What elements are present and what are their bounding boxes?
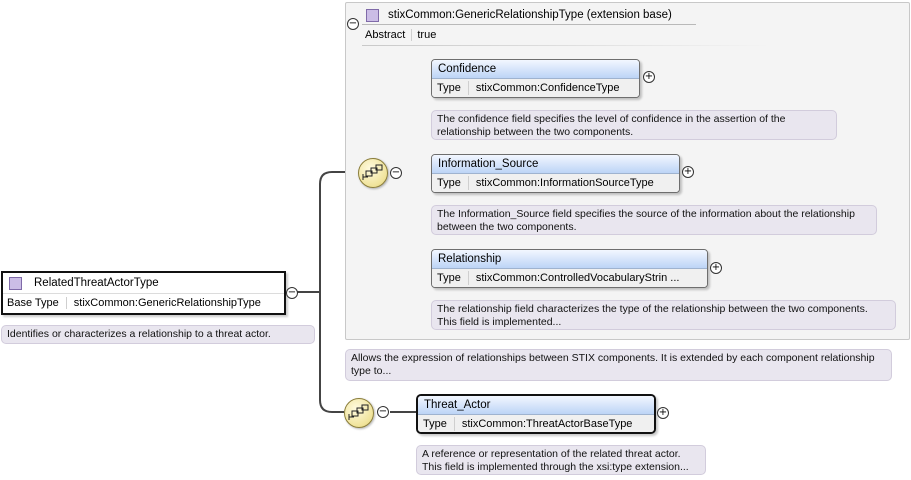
type-value: stixCommon:ThreatActorBaseType xyxy=(461,418,633,430)
sequence-glyph-icon xyxy=(348,404,369,420)
expand-icon[interactable]: + xyxy=(643,71,655,83)
complex-type-icon xyxy=(9,276,22,290)
extension-base-title: stixCommon:GenericRelationshipType (exte… xyxy=(388,9,672,21)
element-documentation: The Information_Source field specifies t… xyxy=(431,205,877,235)
abstract-label: Abstract xyxy=(362,29,413,41)
element-confidence[interactable]: Confidence Type stixCommon:ConfidenceTyp… xyxy=(431,59,640,98)
element-documentation: The confidence field specifies the level… xyxy=(431,110,837,140)
element-name: Information_Source xyxy=(432,155,679,174)
extension-base-abstract-row: Abstract true xyxy=(362,27,436,43)
complex-type-icon xyxy=(366,8,379,22)
expand-icon[interactable]: + xyxy=(710,262,722,274)
sequence-compositor-icon[interactable] xyxy=(358,158,388,188)
expand-icon[interactable]: + xyxy=(657,407,669,419)
expand-icon[interactable]: + xyxy=(682,166,694,178)
sequence-glyph-icon xyxy=(362,164,383,180)
element-threat-actor[interactable]: Threat_Actor Type stixCommon:ThreatActor… xyxy=(416,394,656,434)
element-type-row: Type stixCommon:ControlledVocabularyStri… xyxy=(432,269,707,287)
collapse-icon[interactable]: − xyxy=(286,287,298,299)
abstract-value: true xyxy=(417,29,437,41)
base-type-label: Base Type xyxy=(3,297,67,309)
element-documentation: The relationship field characterizes the… xyxy=(431,300,896,330)
element-type-row: Type stixCommon:InformationSourceType xyxy=(432,174,679,192)
collapse-icon[interactable]: − xyxy=(377,406,389,418)
type-value: stixCommon:InformationSourceType xyxy=(475,177,654,189)
root-complex-type[interactable]: RelatedThreatActorType Base Type stixCom… xyxy=(1,271,286,315)
divider xyxy=(362,24,696,25)
root-documentation: Identifies or characterizes a relationsh… xyxy=(1,325,315,344)
element-relationship[interactable]: Relationship Type stixCommon:ControlledV… xyxy=(431,249,708,288)
root-base-type-row: Base Type stixCommon:GenericRelationship… xyxy=(3,293,284,312)
root-type-title: RelatedThreatActorType xyxy=(3,273,284,293)
element-type-row: Type stixCommon:ThreatActorBaseType xyxy=(418,415,654,432)
extension-base-header: stixCommon:GenericRelationshipType (exte… xyxy=(366,6,672,24)
type-label: Type xyxy=(432,271,469,285)
collapse-icon[interactable]: − xyxy=(347,18,359,30)
root-type-name: RelatedThreatActorType xyxy=(34,277,159,289)
collapse-icon[interactable]: − xyxy=(390,167,402,179)
base-type-value: stixCommon:GenericRelationshipType xyxy=(73,297,261,309)
element-name: Relationship xyxy=(432,250,707,269)
type-label: Type xyxy=(432,81,469,95)
element-type-row: Type stixCommon:ConfidenceType xyxy=(432,79,639,97)
sequence-compositor-icon[interactable] xyxy=(344,398,374,428)
type-label: Type xyxy=(432,176,469,190)
type-label: Type xyxy=(418,417,455,431)
extension-base-documentation: Allows the expression of relationships b… xyxy=(345,349,892,381)
type-value: stixCommon:ConfidenceType xyxy=(475,82,620,94)
element-name: Confidence xyxy=(432,60,639,79)
element-documentation: A reference or representation of the rel… xyxy=(416,445,706,475)
element-information-source[interactable]: Information_Source Type stixCommon:Infor… xyxy=(431,154,680,193)
element-name: Threat_Actor xyxy=(418,396,654,415)
type-value: stixCommon:ControlledVocabularyStrin ... xyxy=(475,272,680,284)
divider xyxy=(362,45,772,46)
